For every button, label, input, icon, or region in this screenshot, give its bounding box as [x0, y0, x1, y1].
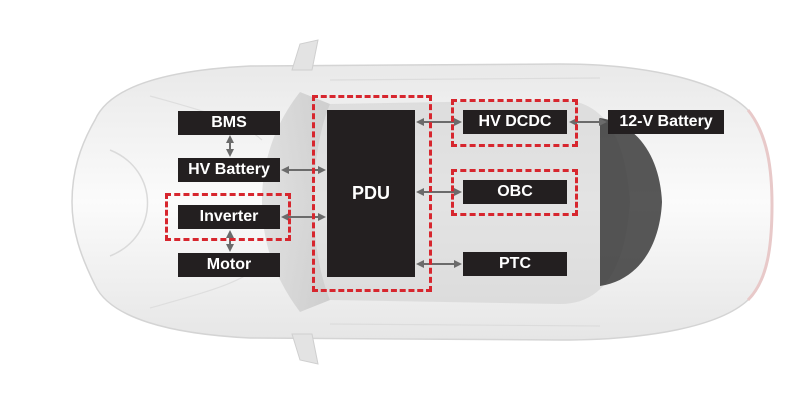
- node-12v-battery: 12-V Battery: [608, 110, 724, 134]
- highlight-frame-pdu: [312, 95, 432, 292]
- highlight-frame-hv-dcdc: [451, 99, 578, 147]
- node-hv-battery: HV Battery: [178, 158, 280, 182]
- car-rear-window: [600, 118, 662, 286]
- node-motor: Motor: [178, 253, 280, 277]
- car-right-mirror: [291, 333, 319, 365]
- node-pdu: PDU: [327, 110, 415, 277]
- node-ptc: PTC: [463, 252, 567, 276]
- highlight-frame-obc: [451, 169, 578, 216]
- car-rear-edge: [746, 109, 774, 302]
- node-hv-dcdc: HV DCDC: [463, 110, 567, 134]
- node-bms: BMS: [178, 111, 280, 135]
- node-obc: OBC: [463, 180, 567, 204]
- node-inverter: Inverter: [178, 205, 280, 229]
- highlight-frame-inverter: [165, 193, 291, 241]
- car-left-mirror: [291, 39, 319, 71]
